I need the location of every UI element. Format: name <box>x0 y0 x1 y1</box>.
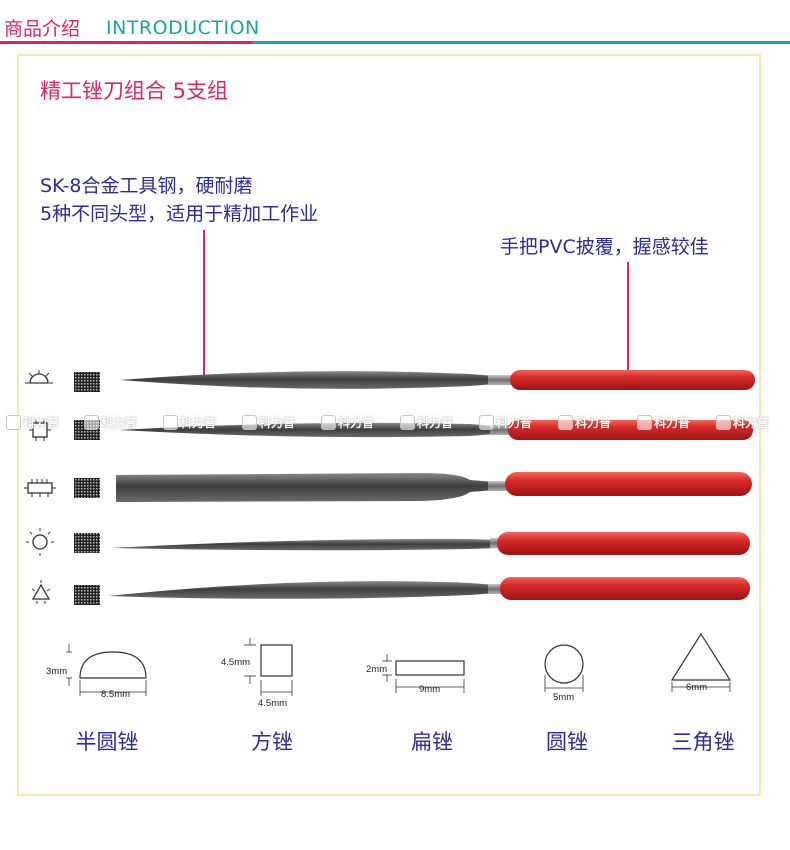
label-round: 圆锉 <box>546 730 588 754</box>
file-round <box>26 528 750 556</box>
label-flat: 扁锉 <box>411 730 453 754</box>
watermark: 科力普 <box>321 414 374 431</box>
label-square: 方锉 <box>251 730 293 754</box>
product-title: 精工锉刀组合 5支组 <box>40 79 229 103</box>
watermark: 科力普 <box>637 414 690 431</box>
header-title-cn: 商品介绍 <box>4 18 81 40</box>
dim-flat-w: 9mm <box>419 684 440 695</box>
mesh-swatch <box>74 585 100 605</box>
feature-steel-line2: 5种不同头型，适用于精加工作业 <box>40 203 319 225</box>
feature-handle: 手把PVC披覆，握感较佳 <box>500 236 709 258</box>
watermark-logo-icon <box>558 415 573 430</box>
profile-flat: 2mm 9mm <box>366 654 465 695</box>
watermark-logo-icon <box>321 415 336 430</box>
file-triangle <box>31 577 750 605</box>
label-triangle: 三角锉 <box>671 730 735 754</box>
profile-square: 4.5mm 4.5mm <box>221 638 293 709</box>
round-profile-icon <box>32 534 48 550</box>
callout-line-handle <box>627 262 629 378</box>
watermark: 科力普 <box>716 414 769 431</box>
watermark-row: 科力普 科力普 科力普 科力普 科力普 科力普 科力普 科力普 科力普 科力普 <box>0 414 790 436</box>
watermark: 科力普 <box>242 414 295 431</box>
file-flat <box>24 472 752 502</box>
dim-half-round-h: 3mm <box>46 666 67 677</box>
watermark-logo-icon <box>637 415 652 430</box>
watermark-logo-icon <box>479 415 494 430</box>
watermark-logo-icon <box>400 415 415 430</box>
mesh-swatch <box>74 372 100 392</box>
dim-round-w: 5mm <box>553 692 574 703</box>
feature-steel-line1: SK-8合金工具钢，硬耐磨 <box>40 175 253 197</box>
header-divider <box>0 41 790 44</box>
dim-square-w: 4.5mm <box>258 698 287 709</box>
header-title-en: INTRODUCTION <box>106 17 260 39</box>
watermark-logo-icon <box>84 415 99 430</box>
watermark: 科力普 <box>479 414 532 431</box>
triangle-profile-icon <box>31 583 51 600</box>
watermark-logo-icon <box>163 415 178 430</box>
profile-round: 5mm <box>544 644 584 703</box>
watermark-logo-icon <box>6 415 21 430</box>
section-header: 商品介绍 INTRODUCTION <box>0 0 790 44</box>
profile-half-round: 3mm 8.5mm <box>46 644 147 700</box>
profile-diagrams: 3mm 8.5mm 4.5mm 4.5mm 2mm 9mm 5mm 6mm <box>46 632 732 709</box>
flat-profile-icon <box>27 482 53 494</box>
files-illustration <box>24 370 755 605</box>
mesh-swatch <box>74 533 100 553</box>
profile-triangle: 6mm <box>670 632 732 693</box>
file-half-round <box>25 370 755 392</box>
watermark-logo-icon <box>242 415 257 430</box>
dim-square-h: 4.5mm <box>221 657 250 668</box>
watermark-logo-icon <box>716 415 731 430</box>
dim-flat-h: 2mm <box>366 664 387 675</box>
watermark: 科力普 <box>84 414 137 431</box>
callout-line-steel <box>203 230 205 378</box>
half-round-profile-icon <box>29 373 49 384</box>
watermark: 科力普 <box>163 414 216 431</box>
watermark: 科力普 <box>400 414 453 431</box>
watermark: 科力普 <box>6 414 59 431</box>
mesh-swatch <box>74 478 100 498</box>
dim-half-round-w: 8.5mm <box>101 689 130 700</box>
dim-triangle-w: 6mm <box>686 682 707 693</box>
label-half-round: 半圆锉 <box>75 730 139 754</box>
watermark: 科力普 <box>558 414 611 431</box>
